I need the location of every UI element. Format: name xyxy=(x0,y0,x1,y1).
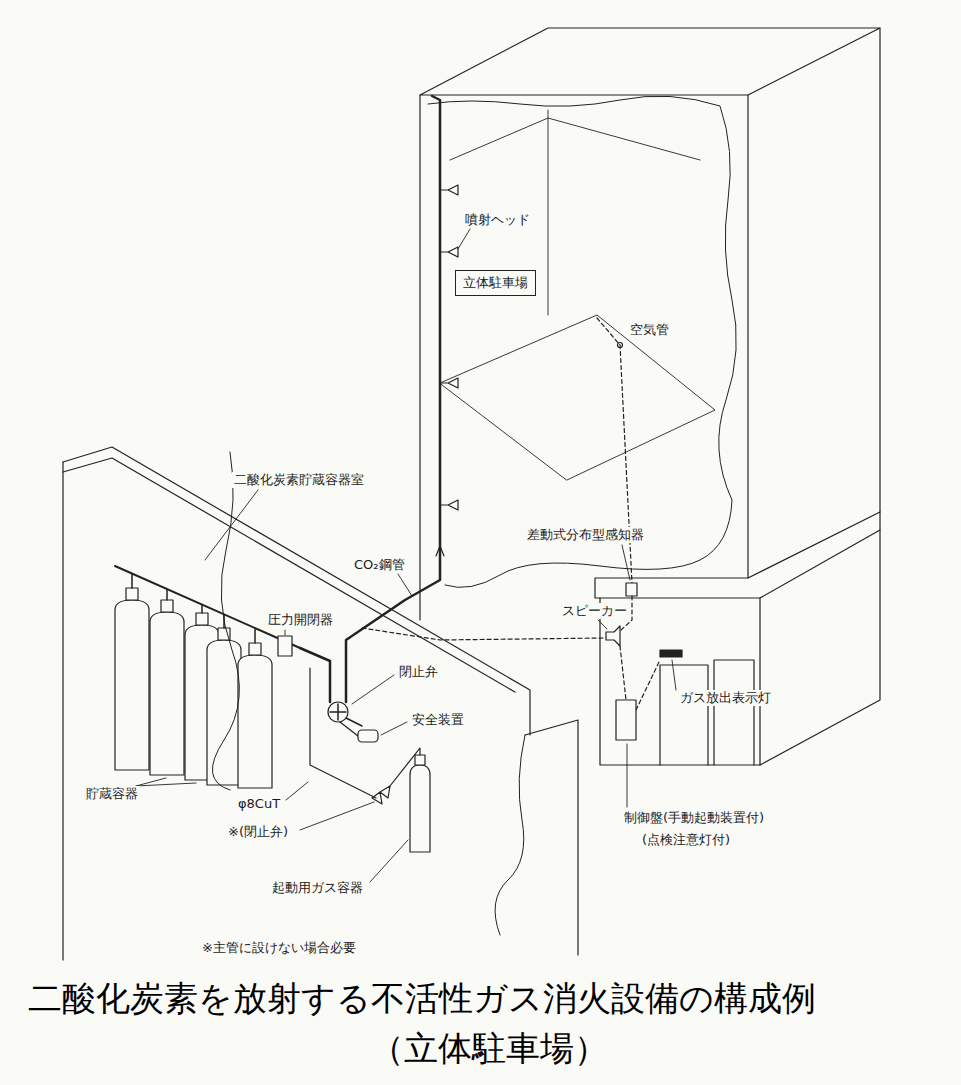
part-label: 圧力開閉器 xyxy=(266,612,335,628)
entrance-opening xyxy=(660,665,708,765)
part-label: 閉止弁 xyxy=(397,664,440,680)
small-stop-valve xyxy=(372,786,390,804)
starting-gas-container xyxy=(410,765,430,852)
speaker xyxy=(606,626,620,646)
part-label: スピーカー xyxy=(560,603,629,619)
part-label: ※主管に設けない場合必要 xyxy=(200,940,358,956)
leader-line xyxy=(381,722,407,735)
control-panel xyxy=(616,700,636,740)
parking-floor xyxy=(450,118,700,160)
leader-line xyxy=(300,802,374,830)
differential-detector xyxy=(626,583,637,596)
pipe xyxy=(340,722,358,736)
tower-edge xyxy=(419,95,420,620)
part-label: 二酸化炭素貯蔵容器室 xyxy=(232,472,366,488)
tower-top xyxy=(420,28,880,95)
part-label: 起動用ガス容器 xyxy=(270,880,365,896)
tower-inner-corner xyxy=(548,110,549,315)
leader-line xyxy=(598,620,607,629)
air-tube xyxy=(597,318,632,583)
tower-base-ledge xyxy=(595,512,880,598)
storage-room-wall xyxy=(525,720,578,955)
storage-cylinder xyxy=(115,600,149,770)
part-label: 噴射ヘッド xyxy=(463,212,532,228)
label-box: 立体駐車場 xyxy=(455,270,536,296)
discharge-head xyxy=(440,185,458,195)
manifold-pipe xyxy=(115,566,300,648)
part-label: 制御盤(手動起動装置付) xyxy=(622,810,766,826)
part-label: 貯蔵容器 xyxy=(84,786,140,802)
gas-discharge-lamp xyxy=(660,650,682,657)
cylinder-connector xyxy=(132,574,255,643)
cutaway-outline xyxy=(428,96,736,587)
discharge-head xyxy=(440,500,458,510)
signal-wiring xyxy=(362,628,604,640)
leader-line xyxy=(622,545,630,580)
part-label: φ8CuT xyxy=(236,796,282,812)
discharge-head xyxy=(440,247,458,257)
co2-steel-pipe xyxy=(346,96,440,702)
leader-line xyxy=(398,574,412,596)
tower-edge xyxy=(747,95,748,578)
copper-tube xyxy=(390,748,420,786)
part-label: ガス放出表示灯 xyxy=(678,690,773,706)
signal-wiring xyxy=(636,660,660,710)
leader-line xyxy=(352,675,394,704)
stop-valve-handle xyxy=(330,704,362,726)
tower-edge xyxy=(879,28,880,512)
cylinder-valve xyxy=(196,613,208,625)
leader-line xyxy=(370,840,408,882)
tower-base-side xyxy=(760,530,880,765)
leader-line xyxy=(458,229,470,249)
part-label: 空気管 xyxy=(628,322,671,338)
co2-steel-pipe xyxy=(300,648,330,702)
diagram-caption: （立体駐車場） xyxy=(370,1028,608,1068)
discharge-head xyxy=(440,378,458,388)
air-tube-joint xyxy=(618,343,623,348)
leader-line xyxy=(672,660,676,690)
flow-arrow xyxy=(436,546,444,556)
copper-tube xyxy=(310,668,376,798)
cutaway-outline xyxy=(495,735,525,935)
cylinder-valve xyxy=(161,600,173,612)
cylinder-valve xyxy=(126,588,138,600)
tower-base-front xyxy=(600,598,760,765)
parking-floor xyxy=(440,315,715,480)
storage-room-wall xyxy=(62,462,63,960)
part-label: CO₂鋼管 xyxy=(352,557,407,573)
part-label: 差動式分布型感知器 xyxy=(525,527,646,543)
box-text: 立体駐車場 xyxy=(463,275,528,291)
container-valve xyxy=(415,755,425,765)
leader-line xyxy=(627,744,628,807)
leader-line xyxy=(286,782,308,800)
storage-cylinder xyxy=(238,655,272,788)
leader-line xyxy=(205,490,258,560)
storage-cylinder xyxy=(150,612,184,775)
safety-device xyxy=(358,730,378,742)
entrance-opening xyxy=(714,660,754,765)
pressure-switch xyxy=(278,636,292,656)
leader-line xyxy=(136,778,196,786)
signal-wiring xyxy=(620,646,626,700)
part-label: 安全装置 xyxy=(410,712,466,728)
diagram-title: 二酸化炭素を放射する不活性ガス消火設備の構成例 xyxy=(28,978,816,1018)
cylinder-valve xyxy=(249,643,261,655)
leader-line xyxy=(285,630,286,635)
part-label: (点検注意灯付) xyxy=(640,832,732,848)
part-label: ※(閉止弁) xyxy=(226,824,290,840)
cutaway-outline xyxy=(212,452,239,790)
